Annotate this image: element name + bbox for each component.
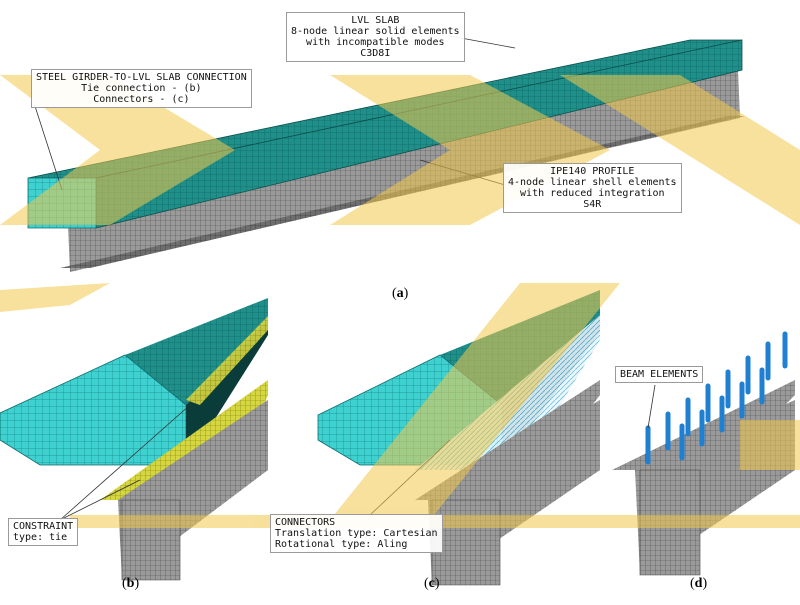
watermark-shape — [0, 75, 235, 225]
callout-ipe140-line2: 4-node linear shell elements — [508, 177, 677, 188]
panel-label-c: (c) — [424, 576, 440, 592]
beam-elements — [645, 331, 788, 465]
watermark-shape — [740, 420, 800, 470]
leader-connection — [33, 102, 63, 191]
callout-beam-elements-line1: BEAM ELEMENTS — [620, 369, 699, 380]
panel-label-d-close: ) — [702, 576, 708, 591]
slab-b-top — [125, 298, 268, 405]
watermark-shape — [0, 283, 110, 312]
leader-constraint-1 — [59, 404, 191, 521]
callout-connection: STEEL GIRDER-TO-LVL SLAB CONNECTION Tie … — [31, 69, 252, 108]
callout-connectors-line2: Translation type: Cartesian — [275, 528, 438, 539]
panel-label-b-open: ( — [122, 576, 127, 591]
callout-lvl-slab: LVL SLAB 8-node linear solid elements wi… — [286, 12, 465, 62]
callout-lvl-slab-line2: 8-node linear solid elements — [291, 26, 460, 37]
panel-label-b-close: ) — [134, 576, 140, 591]
callout-ipe140-line3: with reduced integration — [520, 188, 665, 199]
girder-body — [68, 70, 740, 272]
panel-label-a-open: ( — [392, 286, 397, 301]
watermark-shape — [330, 283, 620, 520]
callout-ipe140: IPE140 PROFILE 4-node linear shell eleme… — [503, 163, 682, 213]
watermark — [0, 75, 800, 528]
callout-connectors: CONNECTORS Translation type: Cartesian R… — [270, 514, 443, 553]
panel-label-b-letter: b — [126, 576, 135, 591]
leader-beam — [647, 384, 656, 429]
callout-connection-line3: Connectors - (c) — [93, 94, 190, 105]
watermark-shape — [560, 75, 800, 225]
panel-b-model — [0, 298, 268, 581]
callout-beam-elements: BEAM ELEMENTS — [615, 366, 704, 383]
callout-lvl-slab-line3: with incompatible modes — [306, 37, 445, 48]
callout-connection-line1: STEEL GIRDER-TO-LVL SLAB CONNECTION — [36, 72, 247, 83]
callout-ipe140-line1: IPE140 PROFILE — [550, 166, 635, 177]
callout-connectors-line1: CONNECTORS — [275, 517, 336, 528]
panel-label-d: (d) — [690, 576, 707, 592]
panel-label-c-letter: c — [428, 576, 435, 591]
panel-label-d-open: ( — [690, 576, 695, 591]
panel-label-c-close: ) — [434, 576, 440, 591]
panel-label-d-letter: d — [694, 576, 703, 591]
callout-lvl-slab-line4: C3D8I — [360, 48, 391, 59]
callout-lvl-slab-line1: LVL SLAB — [351, 15, 400, 26]
leader-constraint-2 — [59, 479, 141, 521]
callout-connectors-line3: Rotational type: Aling — [275, 539, 408, 550]
panel-label-a-letter: a — [396, 286, 404, 301]
tie-surface-upper — [186, 316, 268, 405]
panel-label-c-open: ( — [424, 576, 429, 591]
callout-connection-line2: Tie connection - (b) — [81, 83, 202, 94]
callout-constraint: CONSTRAINT type: tie — [8, 518, 79, 546]
panel-label-a: (a) — [392, 286, 408, 302]
callout-constraint-line1: CONSTRAINT — [13, 521, 74, 532]
girder-b-side — [121, 499, 181, 581]
callout-constraint-line2: type: tie — [13, 532, 68, 543]
callout-ipe140-line4: S4R — [583, 199, 602, 210]
panel-label-b: (b) — [122, 576, 139, 592]
panel-label-a-close: ) — [403, 286, 409, 301]
